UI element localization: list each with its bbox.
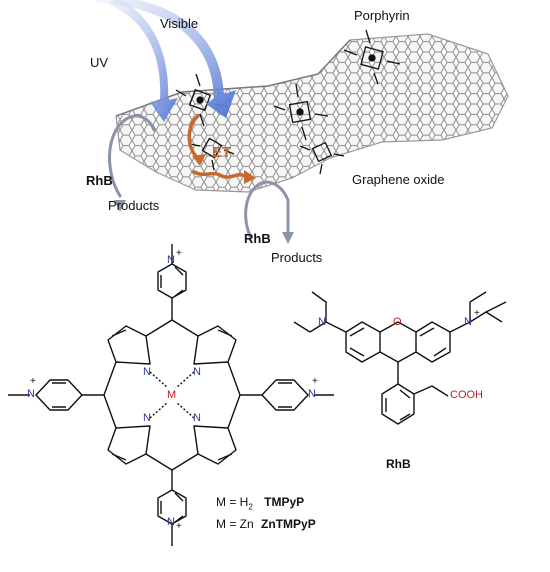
products-center-label: Products <box>271 250 323 265</box>
porphyrin-bottom-plus: + <box>176 521 182 532</box>
electron-transfer-label: ET <box>212 144 232 161</box>
zntmpyp-name: ZnTMPyP <box>261 517 316 531</box>
porphyrin-left-n: N <box>27 388 35 400</box>
porphyrin-inner-n-2: N <box>193 366 201 378</box>
graphene-oxide-sheet <box>115 33 509 193</box>
rhb-skeleton <box>293 291 507 425</box>
uv-light-arrow <box>108 0 178 122</box>
uv-light-label: UV <box>90 55 109 70</box>
porphyrin-inner-n-1: N <box>143 366 151 378</box>
rhb-cooh: COOH <box>450 389 483 401</box>
porphyrin-skeleton <box>8 244 334 546</box>
zntmpyp-prefix: M = Zn <box>216 517 254 531</box>
tmpyp-definition: M = H2 TMPyP <box>216 496 304 511</box>
visible-light-label: Visible <box>160 16 199 31</box>
rhb-right-plus: + <box>474 308 480 319</box>
porphyrin-bottom-n: N <box>167 516 175 528</box>
porphyrin-top-n: N <box>167 254 175 266</box>
rhb-left-label: RhB <box>86 173 113 188</box>
visible-light-arrow <box>96 0 236 118</box>
rhb-oxygen: O <box>393 316 402 328</box>
rhb-structure-label: RhB <box>386 457 411 471</box>
porphyrin-left-plus: + <box>30 376 36 387</box>
rhb-center-label: RhB <box>244 231 271 246</box>
tmpyp-subscript: 2 <box>248 502 253 512</box>
porphyrin-inner-n-3: N <box>143 412 151 424</box>
porphyrin-top-plus: + <box>176 248 182 259</box>
porphyrin-inner-n-4: N <box>193 412 201 424</box>
tmpyp-name: TMPyP <box>264 495 305 509</box>
rhb-left-n: N <box>318 316 326 328</box>
products-left-label: Products <box>108 198 160 213</box>
porphyrin-right-plus: + <box>312 376 318 387</box>
graphene-oxide-label: Graphene oxide <box>352 172 445 187</box>
zntmpyp-definition: M = Zn ZnTMPyP <box>216 518 316 530</box>
tmpyp-prefix: M = H <box>216 495 249 509</box>
degradation-arrows <box>108 114 290 238</box>
rhb-right-n: N <box>464 316 472 328</box>
adsorbed-porphyrins <box>175 29 401 175</box>
porphyrin-right-n: N <box>308 388 316 400</box>
porphyrin-metal: M <box>167 389 177 401</box>
porphyrin-label: Porphyrin <box>354 8 410 23</box>
